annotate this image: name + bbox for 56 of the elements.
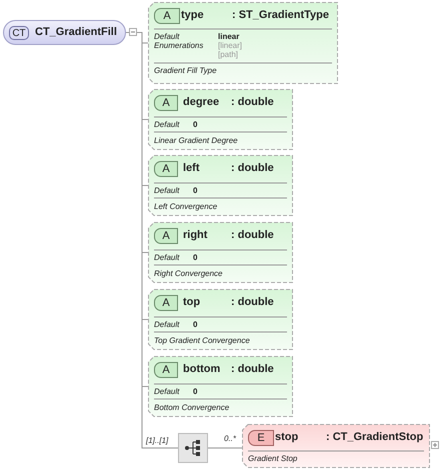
field-label: Default (154, 254, 180, 263)
attribute-name: bottom (183, 363, 220, 376)
element-name: stop (275, 431, 298, 444)
attribute-type: : double (231, 363, 274, 376)
enum-value: [path] (218, 51, 238, 60)
attribute-badge: A (154, 228, 178, 244)
description: Gradient Stop (248, 455, 298, 464)
attribute-name: left (183, 162, 200, 174)
description: Linear Gradient Degree (154, 137, 238, 146)
field-label: Default (154, 388, 180, 397)
attribute-badge: A (154, 95, 178, 111)
field-label: Default (154, 187, 180, 196)
type-name: CT_GradientFill (35, 26, 117, 38)
cardinality-label: 0..* (224, 434, 236, 443)
attribute-badge: A (154, 161, 178, 177)
enum-value: [linear] (218, 42, 242, 51)
field-value: 0 (193, 388, 198, 397)
attribute-name: top (183, 296, 200, 308)
element-type: : CT_GradientStop (326, 431, 424, 444)
attribute-badge: A (154, 8, 180, 24)
field-label: Default (154, 121, 180, 130)
attribute-type: : ST_GradientType (232, 9, 329, 22)
attribute-box (148, 2, 338, 84)
compositor-box (178, 433, 208, 463)
description: Left Convergence (154, 203, 218, 212)
description: Top Gradient Convergence (154, 337, 250, 346)
element-box (242, 424, 430, 468)
field-label: Default (154, 33, 180, 42)
complex-type-badge: CT (9, 26, 29, 40)
attribute-box (148, 356, 293, 417)
attribute-badge: A (154, 295, 178, 311)
complex-type-node (3, 20, 126, 45)
cardinality-label: [1]..[1] (146, 436, 168, 445)
field-value: 0 (193, 121, 198, 130)
attribute-name: degree (183, 96, 220, 108)
description: Gradient Fill Type (154, 67, 217, 76)
attribute-name: type (181, 9, 204, 22)
attribute-type: : double (231, 296, 274, 308)
attribute-name: right (183, 229, 208, 242)
element-badge: E (248, 430, 274, 446)
field-label: Default (154, 321, 180, 330)
attribute-type: : double (231, 96, 274, 108)
attribute-box (148, 222, 293, 283)
attribute-box (148, 289, 293, 350)
attribute-box (148, 155, 293, 216)
attribute-type: : double (231, 229, 274, 242)
field-label: Enumerations (154, 42, 204, 51)
attribute-box (148, 89, 293, 150)
description: Right Convergence (154, 270, 222, 279)
attribute-badge: A (154, 362, 178, 378)
field-value: linear (218, 33, 240, 42)
field-value: 0 (193, 321, 198, 330)
description: Bottom Convergence (154, 404, 230, 413)
attribute-type: : double (231, 162, 274, 174)
field-value: 0 (193, 254, 198, 263)
field-value: 0 (193, 187, 198, 196)
